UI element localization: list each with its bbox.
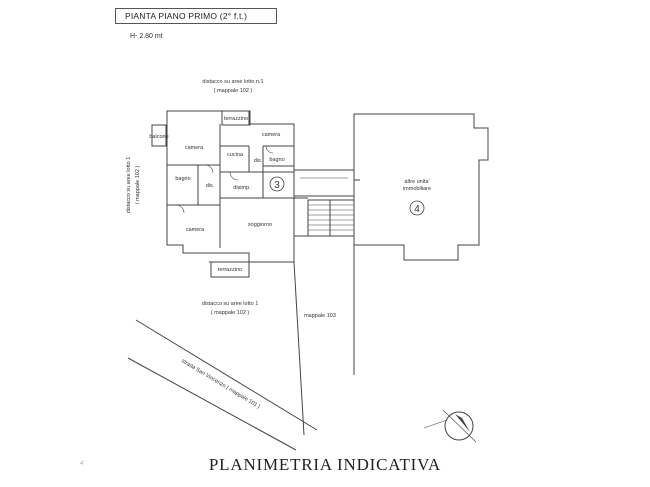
unit-4-label-line1: altre unita' [404, 179, 429, 185]
road-edge-lower [127, 357, 297, 451]
floor-height: H- 2.80 mt [130, 33, 163, 40]
strada-label: strada San Vincenzo ( mappale 101 ) [180, 358, 261, 410]
plan-title-box: PIANTA PIANO PRIMO (2° f.t.) [115, 8, 277, 24]
boundary-left [293, 261, 305, 436]
unit-3-number: 3 [274, 180, 280, 191]
terrazzino-top-outline [221, 110, 251, 126]
unit-4-label-line2: immobiliare [403, 186, 431, 192]
distacco-top-line1: distacco su aree lotto n.1 [202, 79, 263, 85]
distacco-left-line1: distacco su aree lotto 1 [126, 157, 132, 214]
room-terrazzino-top: terrazzino [224, 116, 248, 122]
north-arrow-icon [444, 411, 474, 441]
room-soggiorno: soggiorno [248, 222, 272, 228]
balcone-outline [151, 124, 167, 147]
room-bagno-left: bagno [175, 176, 190, 182]
mappale-103-label: mappale 103 [304, 313, 336, 319]
room-disimp: disimp. [233, 185, 251, 191]
room-dis-left: dis. [206, 183, 215, 189]
room-terrazzino-bottom: terrazzino [218, 267, 242, 273]
room-balcone: balcone [149, 134, 168, 140]
distacco-bottom-line1: distacco su aree lotto 1 [202, 301, 259, 307]
unit-4-number: 4 [414, 204, 420, 215]
room-camera-bottom: camera [186, 227, 205, 233]
main-title: PLANIMETRIA INDICATIVA [208, 455, 442, 474]
room-bagno-right: bagno [269, 157, 284, 163]
road-edge-upper [135, 319, 318, 431]
distacco-bottom-line2: ( mappale 102 ) [211, 310, 250, 316]
door-swing [204, 164, 214, 174]
room-camera-right: camera [262, 132, 281, 138]
room-cucina: cucina [227, 152, 244, 158]
room-dis-right: dis. [254, 158, 263, 164]
distacco-left-line2: ( mappale 102 ) [135, 166, 141, 205]
landing [293, 169, 355, 197]
unit4-outline [353, 113, 489, 261]
room-camera-left: camera [185, 145, 204, 151]
plan-title: PIANTA PIANO PRIMO (2° f.t.) [125, 11, 248, 21]
watermark-mark: 4 [80, 461, 84, 467]
stair-core [307, 199, 355, 237]
distacco-top-line2: ( mappale 102 ) [214, 88, 253, 94]
